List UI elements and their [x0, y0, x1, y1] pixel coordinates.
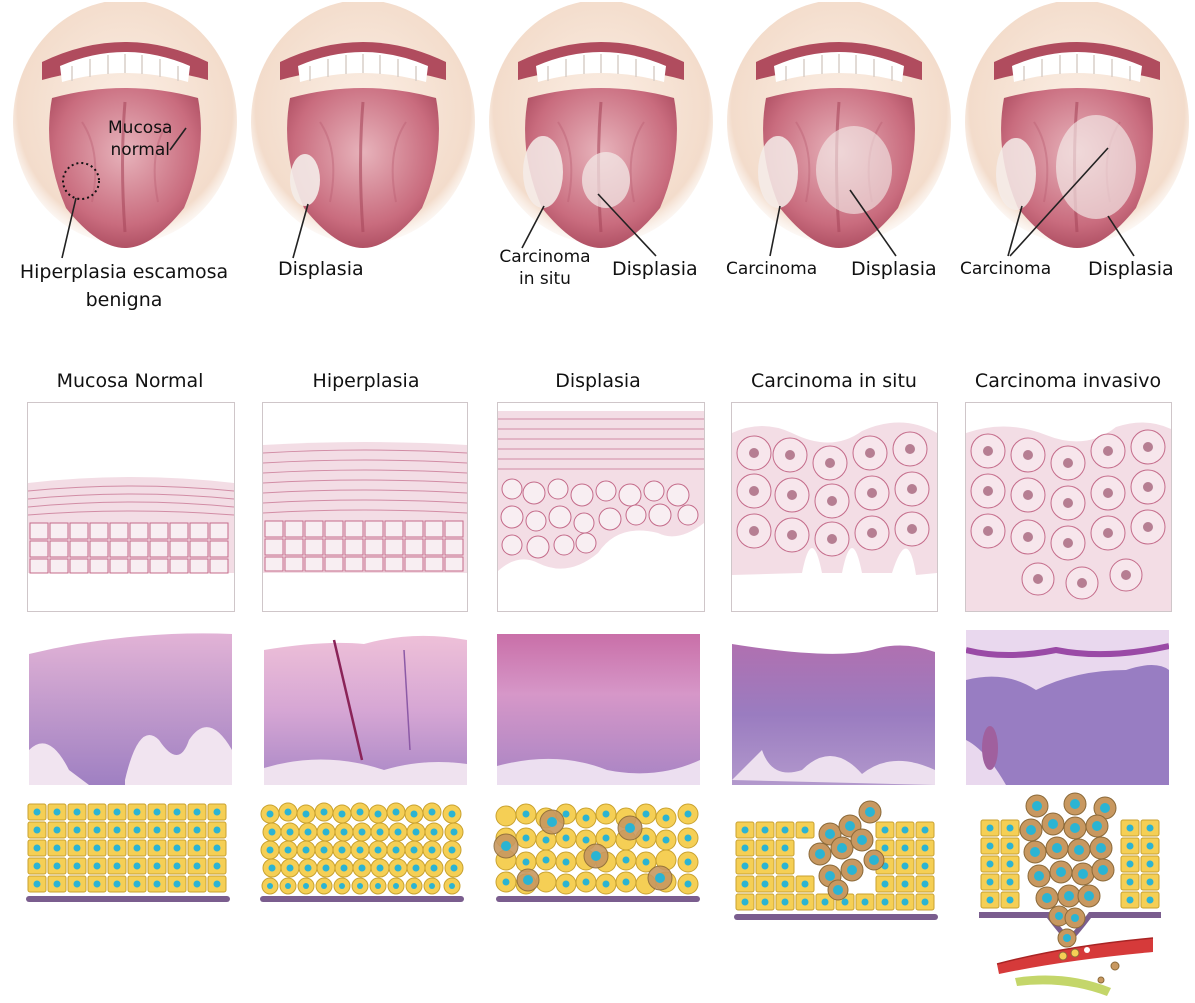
- stage-title-normal: Mucosa Normal: [12, 370, 248, 392]
- stage-title-dysplasia: Displasia: [480, 370, 716, 392]
- pointer-lines: [0, 0, 1195, 330]
- epithelium-drawing-dysplasia: [497, 402, 705, 612]
- cell-schematic-dysplasia: [492, 800, 704, 910]
- stage-title-hyperplasia: Hiperplasia: [248, 370, 484, 392]
- histology-micrograph-cis: [732, 630, 935, 785]
- epithelium-drawing-invasive: [965, 402, 1172, 612]
- cell-schematic-hyperplasia: [260, 800, 468, 910]
- stage-title-invasive: Carcinoma invasivo: [950, 370, 1186, 392]
- histology-micrograph-dysplasia: [497, 630, 700, 785]
- cell-schematic-normal: [26, 800, 234, 910]
- cell-schematic-cis: [734, 796, 940, 920]
- epithelium-drawing-hyperplasia: [262, 402, 468, 612]
- histology-micrograph-invasive: [966, 630, 1169, 785]
- blood-vessel: [997, 938, 1153, 974]
- histology-micrograph-normal: [29, 630, 232, 785]
- cell-schematic-invasive: [975, 788, 1171, 1000]
- epithelium-drawing-cis: [731, 402, 938, 612]
- histology-micrograph-hyperplasia: [264, 630, 467, 785]
- epithelium-drawing-normal: [27, 402, 235, 612]
- stage-title-cis: Carcinoma in situ: [716, 370, 952, 392]
